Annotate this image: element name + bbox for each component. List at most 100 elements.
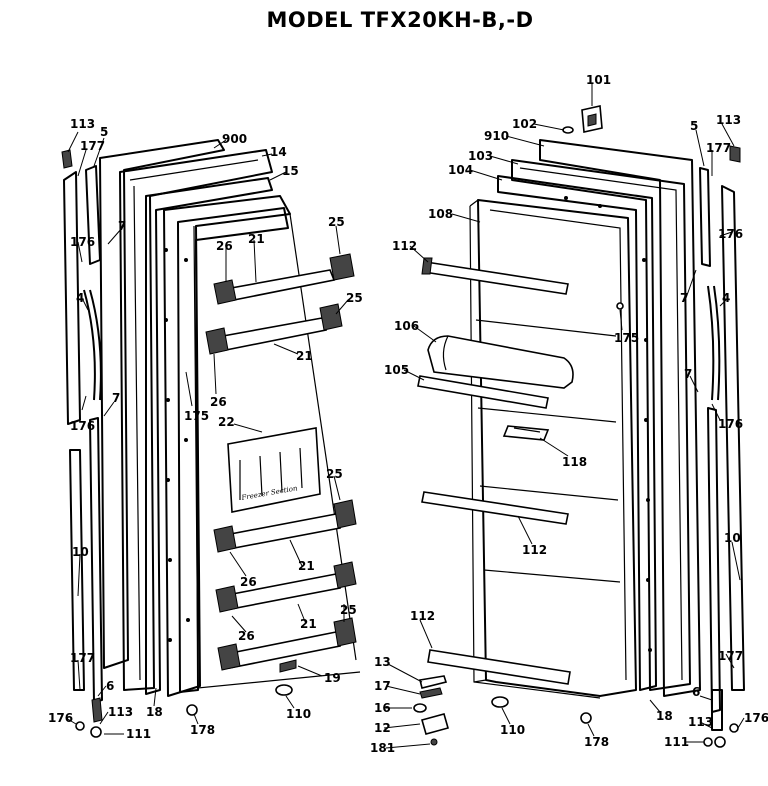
label-15: 15 [282, 164, 299, 178]
label-21-a: 21 [248, 232, 265, 246]
left-lower-trim [89, 417, 103, 703]
left-door-assembly: Freezer Section [48, 117, 363, 741]
hinge-screw-181 [430, 738, 438, 746]
right-liner-shelf-lines [475, 319, 621, 583]
bottom-hinge-assembly [413, 675, 449, 746]
right-part-labels: 101 102 910 103 104 108 112 106 105 175 … [370, 73, 768, 755]
label-177-left: 177 [80, 139, 105, 153]
label-18-right: 18 [656, 709, 673, 723]
left-door-gasket-inner [129, 159, 259, 681]
label-5-left: 5 [100, 125, 108, 139]
label-21-c: 21 [298, 559, 315, 573]
right-lower-cap-6 [711, 689, 723, 731]
label-176-left-mid: 176 [70, 419, 95, 433]
hinge-part-13 [419, 675, 448, 689]
label-910: 910 [484, 129, 509, 143]
label-181: 181 [370, 741, 395, 755]
label-13: 13 [374, 655, 391, 669]
right-outer-door-panel [539, 139, 701, 697]
label-10-left: 10 [72, 545, 89, 559]
left-trim-strip-5 [85, 165, 101, 265]
label-112-upper: 112 [392, 239, 417, 253]
dairy-compartment-106 [427, 335, 574, 389]
label-14: 14 [270, 145, 287, 159]
label-110-left: 110 [286, 707, 311, 721]
right-gasket-inner [519, 167, 683, 681]
label-5-right: 5 [690, 119, 698, 133]
label-110-right: 110 [500, 723, 525, 737]
label-7-left-mid: 7 [112, 391, 120, 405]
label-10-right: 10 [724, 531, 741, 545]
right-hinge-parts [491, 105, 741, 748]
hinge-part-12 [421, 713, 449, 735]
left-shelf-3 [213, 499, 357, 553]
label-177-right: 177 [706, 141, 731, 155]
label-178-left: 178 [190, 723, 215, 737]
left-shelf-5 [217, 617, 357, 671]
label-176-left-upper: 176 [70, 235, 95, 249]
label-21-d: 21 [300, 617, 317, 631]
label-113-left: 113 [70, 117, 95, 131]
label-6-left: 6 [106, 679, 114, 693]
label-111-left: 111 [126, 727, 151, 741]
label-7-left-upper: 7 [118, 219, 126, 233]
label-111-right: 111 [664, 735, 689, 749]
left-upper-trim [63, 171, 81, 425]
right-leader-lines [383, 84, 745, 749]
label-25-a: 25 [328, 215, 345, 229]
label-177-left-lower: 177 [70, 651, 95, 665]
label-175-right: 175 [614, 331, 639, 345]
label-21-b: 21 [296, 349, 313, 363]
label-26-d: 26 [238, 629, 255, 643]
label-26-b: 26 [210, 395, 227, 409]
right-door-handle [707, 285, 721, 401]
left-part-labels: 113 5 177 900 14 15 176 7 4 176 7 25 26 … [48, 117, 363, 741]
label-175-left: 175 [184, 409, 209, 423]
label-26-c: 26 [240, 575, 257, 589]
right-door-gasket [511, 159, 691, 691]
label-16: 16 [374, 701, 391, 715]
label-18-left: 18 [146, 705, 163, 719]
label-6-right: 6 [692, 685, 700, 699]
left-liner-screw-dots [164, 248, 190, 642]
label-101: 101 [586, 73, 611, 87]
label-7-right-upper: 7 [680, 291, 688, 305]
label-103: 103 [468, 149, 493, 163]
label-4-right: 4 [722, 291, 730, 305]
label-12: 12 [374, 721, 391, 735]
label-176-right-mid: 176 [718, 417, 743, 431]
label-178-right: 178 [584, 735, 609, 749]
right-door-assembly: 101 102 910 103 104 108 112 106 105 175 … [370, 73, 768, 755]
label-25-c: 25 [326, 467, 343, 481]
label-108: 108 [428, 207, 453, 221]
right-door-bar-2 [421, 491, 569, 525]
label-177-right-lower: 177 [718, 649, 743, 663]
label-176-left-lower: 176 [48, 711, 73, 725]
right-liner-back [469, 199, 487, 683]
left-leader-lines [65, 131, 349, 735]
right-trim-strip-5 [699, 167, 711, 267]
label-7-right-mid: 7 [684, 367, 692, 381]
right-liner-screw-dots [564, 196, 652, 652]
left-shelf-1 [213, 253, 355, 305]
label-176-right-upper: 176 [718, 227, 743, 241]
right-door-bar-1 [421, 257, 569, 295]
left-door-handle [83, 289, 102, 401]
label-106: 106 [394, 319, 419, 333]
right-door-bar-3 [427, 649, 571, 685]
label-22: 22 [218, 415, 235, 429]
label-19: 19 [324, 671, 341, 685]
label-900: 900 [222, 132, 247, 146]
label-26-a: 26 [216, 239, 233, 253]
diagram-title: MODEL TFX20KH-B,-D [266, 8, 534, 32]
left-outer-door-panel [99, 139, 225, 669]
label-105: 105 [384, 363, 409, 377]
dairy-shelf-105 [417, 375, 549, 409]
label-113-left-lower: 113 [108, 705, 133, 719]
label-118: 118 [562, 455, 587, 469]
label-104: 104 [448, 163, 473, 177]
right-breaker-strip [497, 175, 657, 691]
right-lower-trim [707, 407, 721, 713]
left-breaker-strip [145, 177, 273, 695]
